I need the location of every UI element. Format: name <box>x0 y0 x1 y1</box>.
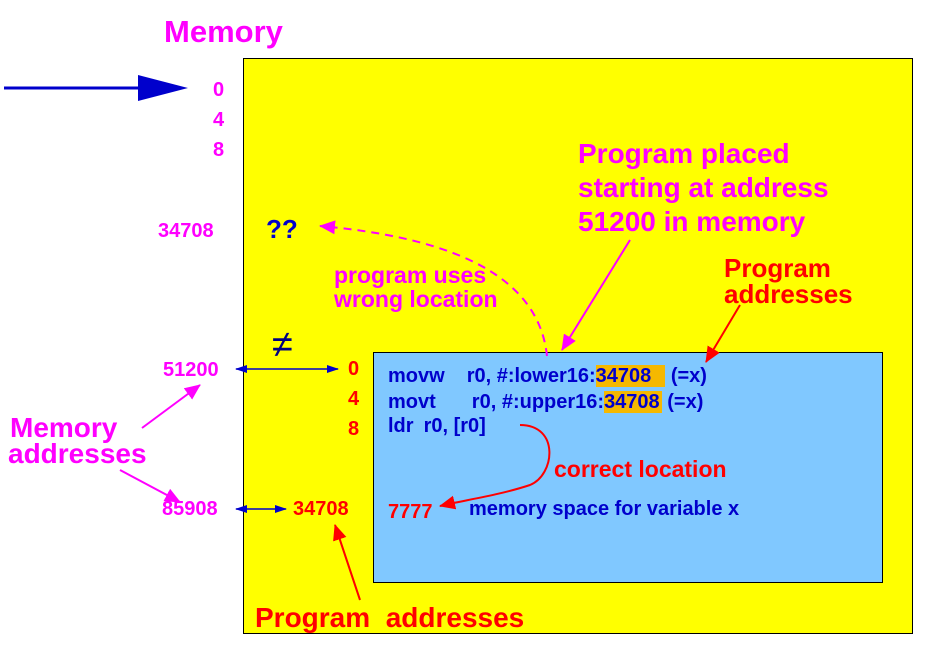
code-imm-movt: 34708 <box>604 391 662 413</box>
wrong-location-line1: program uses <box>334 262 487 288</box>
prog-addr-34708: 34708 <box>293 498 349 520</box>
code-line-movw: movw r0, #:lower16:34708 (=x) <box>388 365 707 387</box>
code-line-ldr: ldr r0, [r0] <box>388 416 486 436</box>
code-op-movw: movw <box>388 365 445 387</box>
not-equal-sign: ≠ <box>272 324 293 366</box>
mem-addr-51200: 51200 <box>163 359 219 381</box>
code-args-movt: r0, #:upper16: <box>471 391 605 413</box>
wrong-location-arrow <box>319 220 548 357</box>
correct-location-label: correct location <box>554 456 727 482</box>
program-addresses-top-arrow <box>705 304 741 363</box>
program-placed-line1: Program placed <box>578 138 790 169</box>
wrong-location-line2: wrong location <box>334 286 498 312</box>
code-imm-movw: 34708 <box>595 365 666 387</box>
mem-addr-0: 0 <box>213 79 225 101</box>
variable-value: 7777 <box>388 501 433 523</box>
code-args-ldr: r0, [r0] <box>423 415 486 437</box>
memory-title: Memory <box>164 14 283 49</box>
memory-addresses-arrow-up <box>141 384 201 429</box>
code-comment-movt: (=x) <box>667 391 704 413</box>
program-placed-line2: starting at address <box>578 172 829 203</box>
program-box <box>373 352 883 583</box>
program-addresses-bottom-arrow <box>333 524 361 601</box>
code-comment-movw: (=x) <box>670 365 707 387</box>
program-placed-arrow <box>561 239 631 351</box>
prog-addr-4: 4 <box>348 388 360 410</box>
program-addresses-top-line2: addresses <box>724 279 853 309</box>
program-addresses-bottom: Program addresses <box>255 602 525 633</box>
mem-addr-8: 8 <box>213 139 225 161</box>
code-args-movw: r0, #:lower16: <box>466 365 596 387</box>
mem-addr-4: 4 <box>213 109 225 131</box>
code-line-movt: movt r0, #:upper16:34708 (=x) <box>388 391 704 413</box>
entry-arrow <box>4 75 188 101</box>
prog-addr-0: 0 <box>348 358 360 380</box>
program-placed-line3: 51200 in memory <box>578 206 806 237</box>
variable-label: memory space for variable x <box>469 498 740 520</box>
memory-addresses-arrow-down <box>119 469 181 503</box>
correct-location-arrow <box>439 424 551 510</box>
memory-addresses-line1: Memory <box>10 412 118 443</box>
mem-addr-85908: 85908 <box>162 498 218 520</box>
unknown-value: ?? <box>266 214 298 244</box>
memory-addresses-line2: addresses <box>8 438 147 469</box>
code-op-movt: movt <box>388 391 436 413</box>
program-addresses-top-line1: Program <box>724 253 831 283</box>
code-op-ldr: ldr <box>388 415 414 437</box>
mem-addr-34708: 34708 <box>158 220 214 242</box>
prog-addr-8: 8 <box>348 418 360 440</box>
